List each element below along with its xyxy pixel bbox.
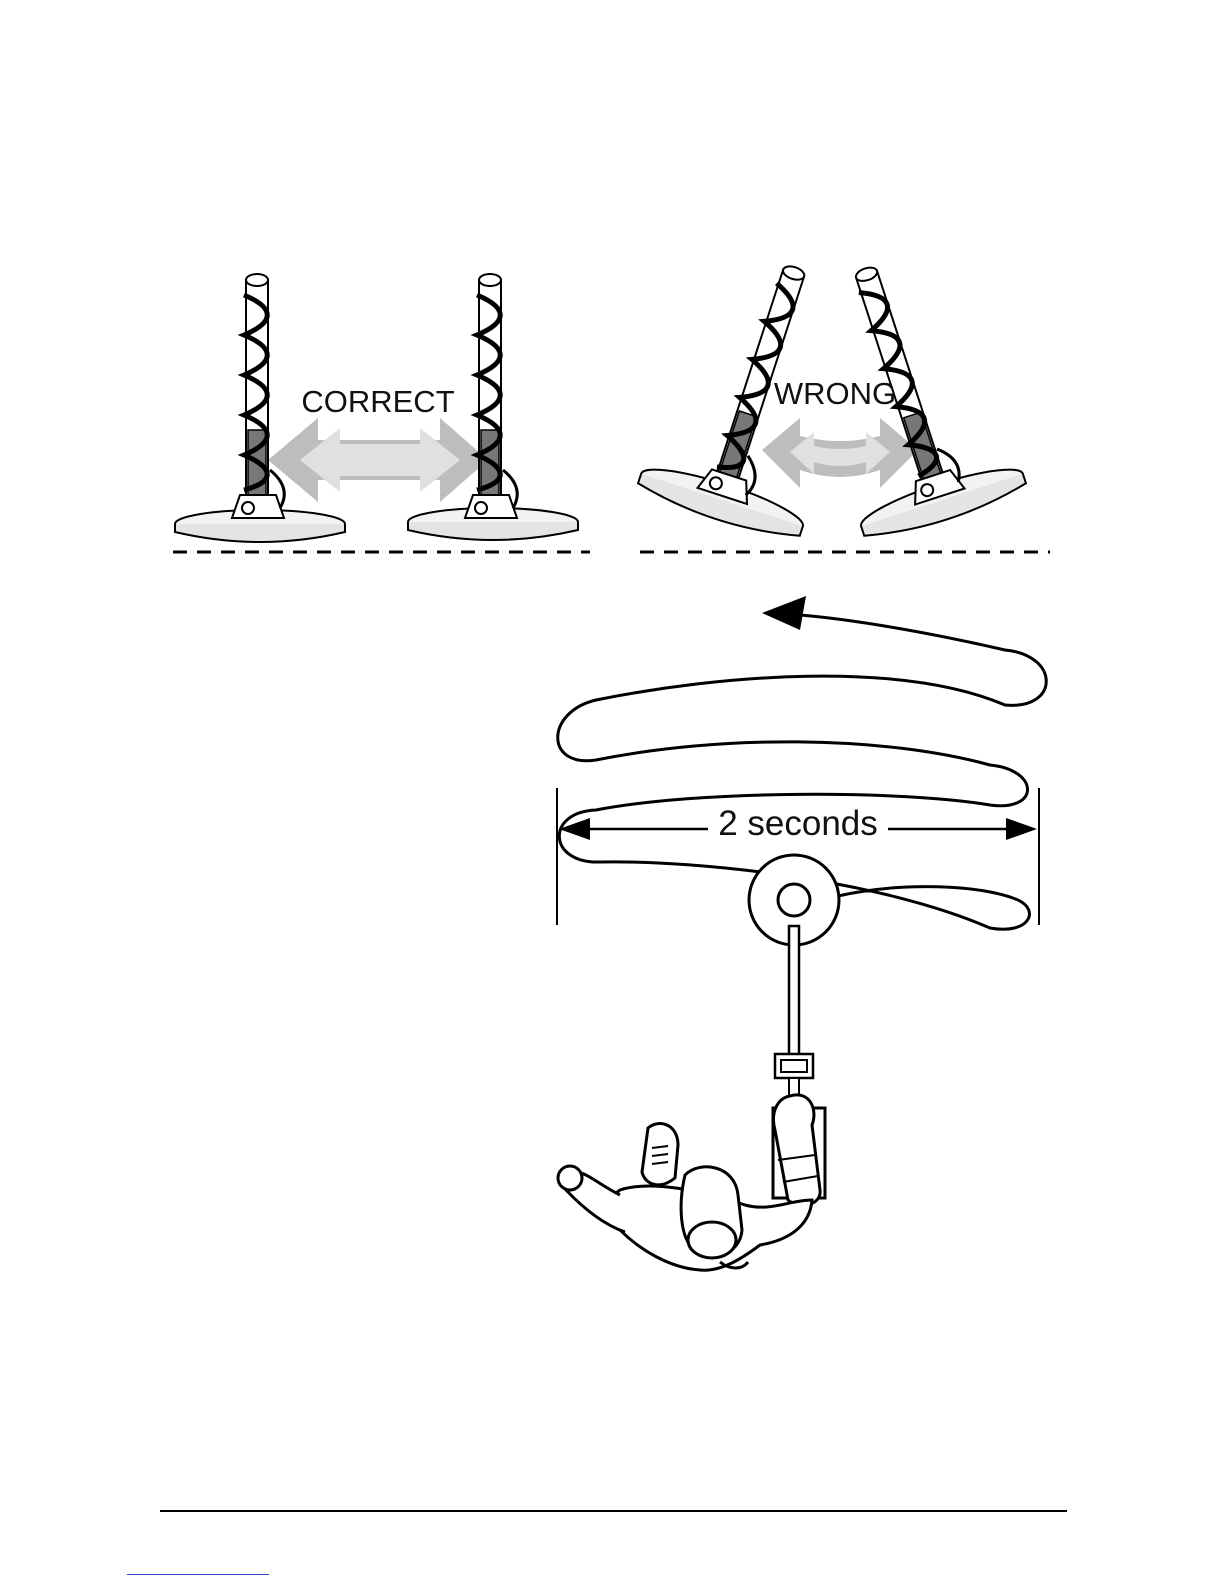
duration-label: 2 seconds — [718, 804, 878, 843]
operator-top-view-icon — [558, 1095, 825, 1270]
wrong-label: WRONG — [774, 376, 896, 411]
double-arrow-wrong — [762, 418, 918, 488]
footer-link-underline[interactable] — [127, 1574, 269, 1575]
footer-rule — [160, 1510, 1067, 1512]
double-arrow-correct — [268, 418, 488, 502]
correct-sweep-illustration: CORRECT — [173, 274, 590, 552]
dimension-arrowhead-right — [1006, 818, 1037, 840]
sweep-direction-arrowhead — [762, 596, 806, 630]
sweep-pattern-illustration: 2 seconds — [557, 596, 1046, 1270]
wrong-sweep-illustration: WRONG — [635, 242, 1050, 552]
detector-shaft-icon — [775, 926, 813, 1096]
correct-label: CORRECT — [301, 384, 454, 419]
